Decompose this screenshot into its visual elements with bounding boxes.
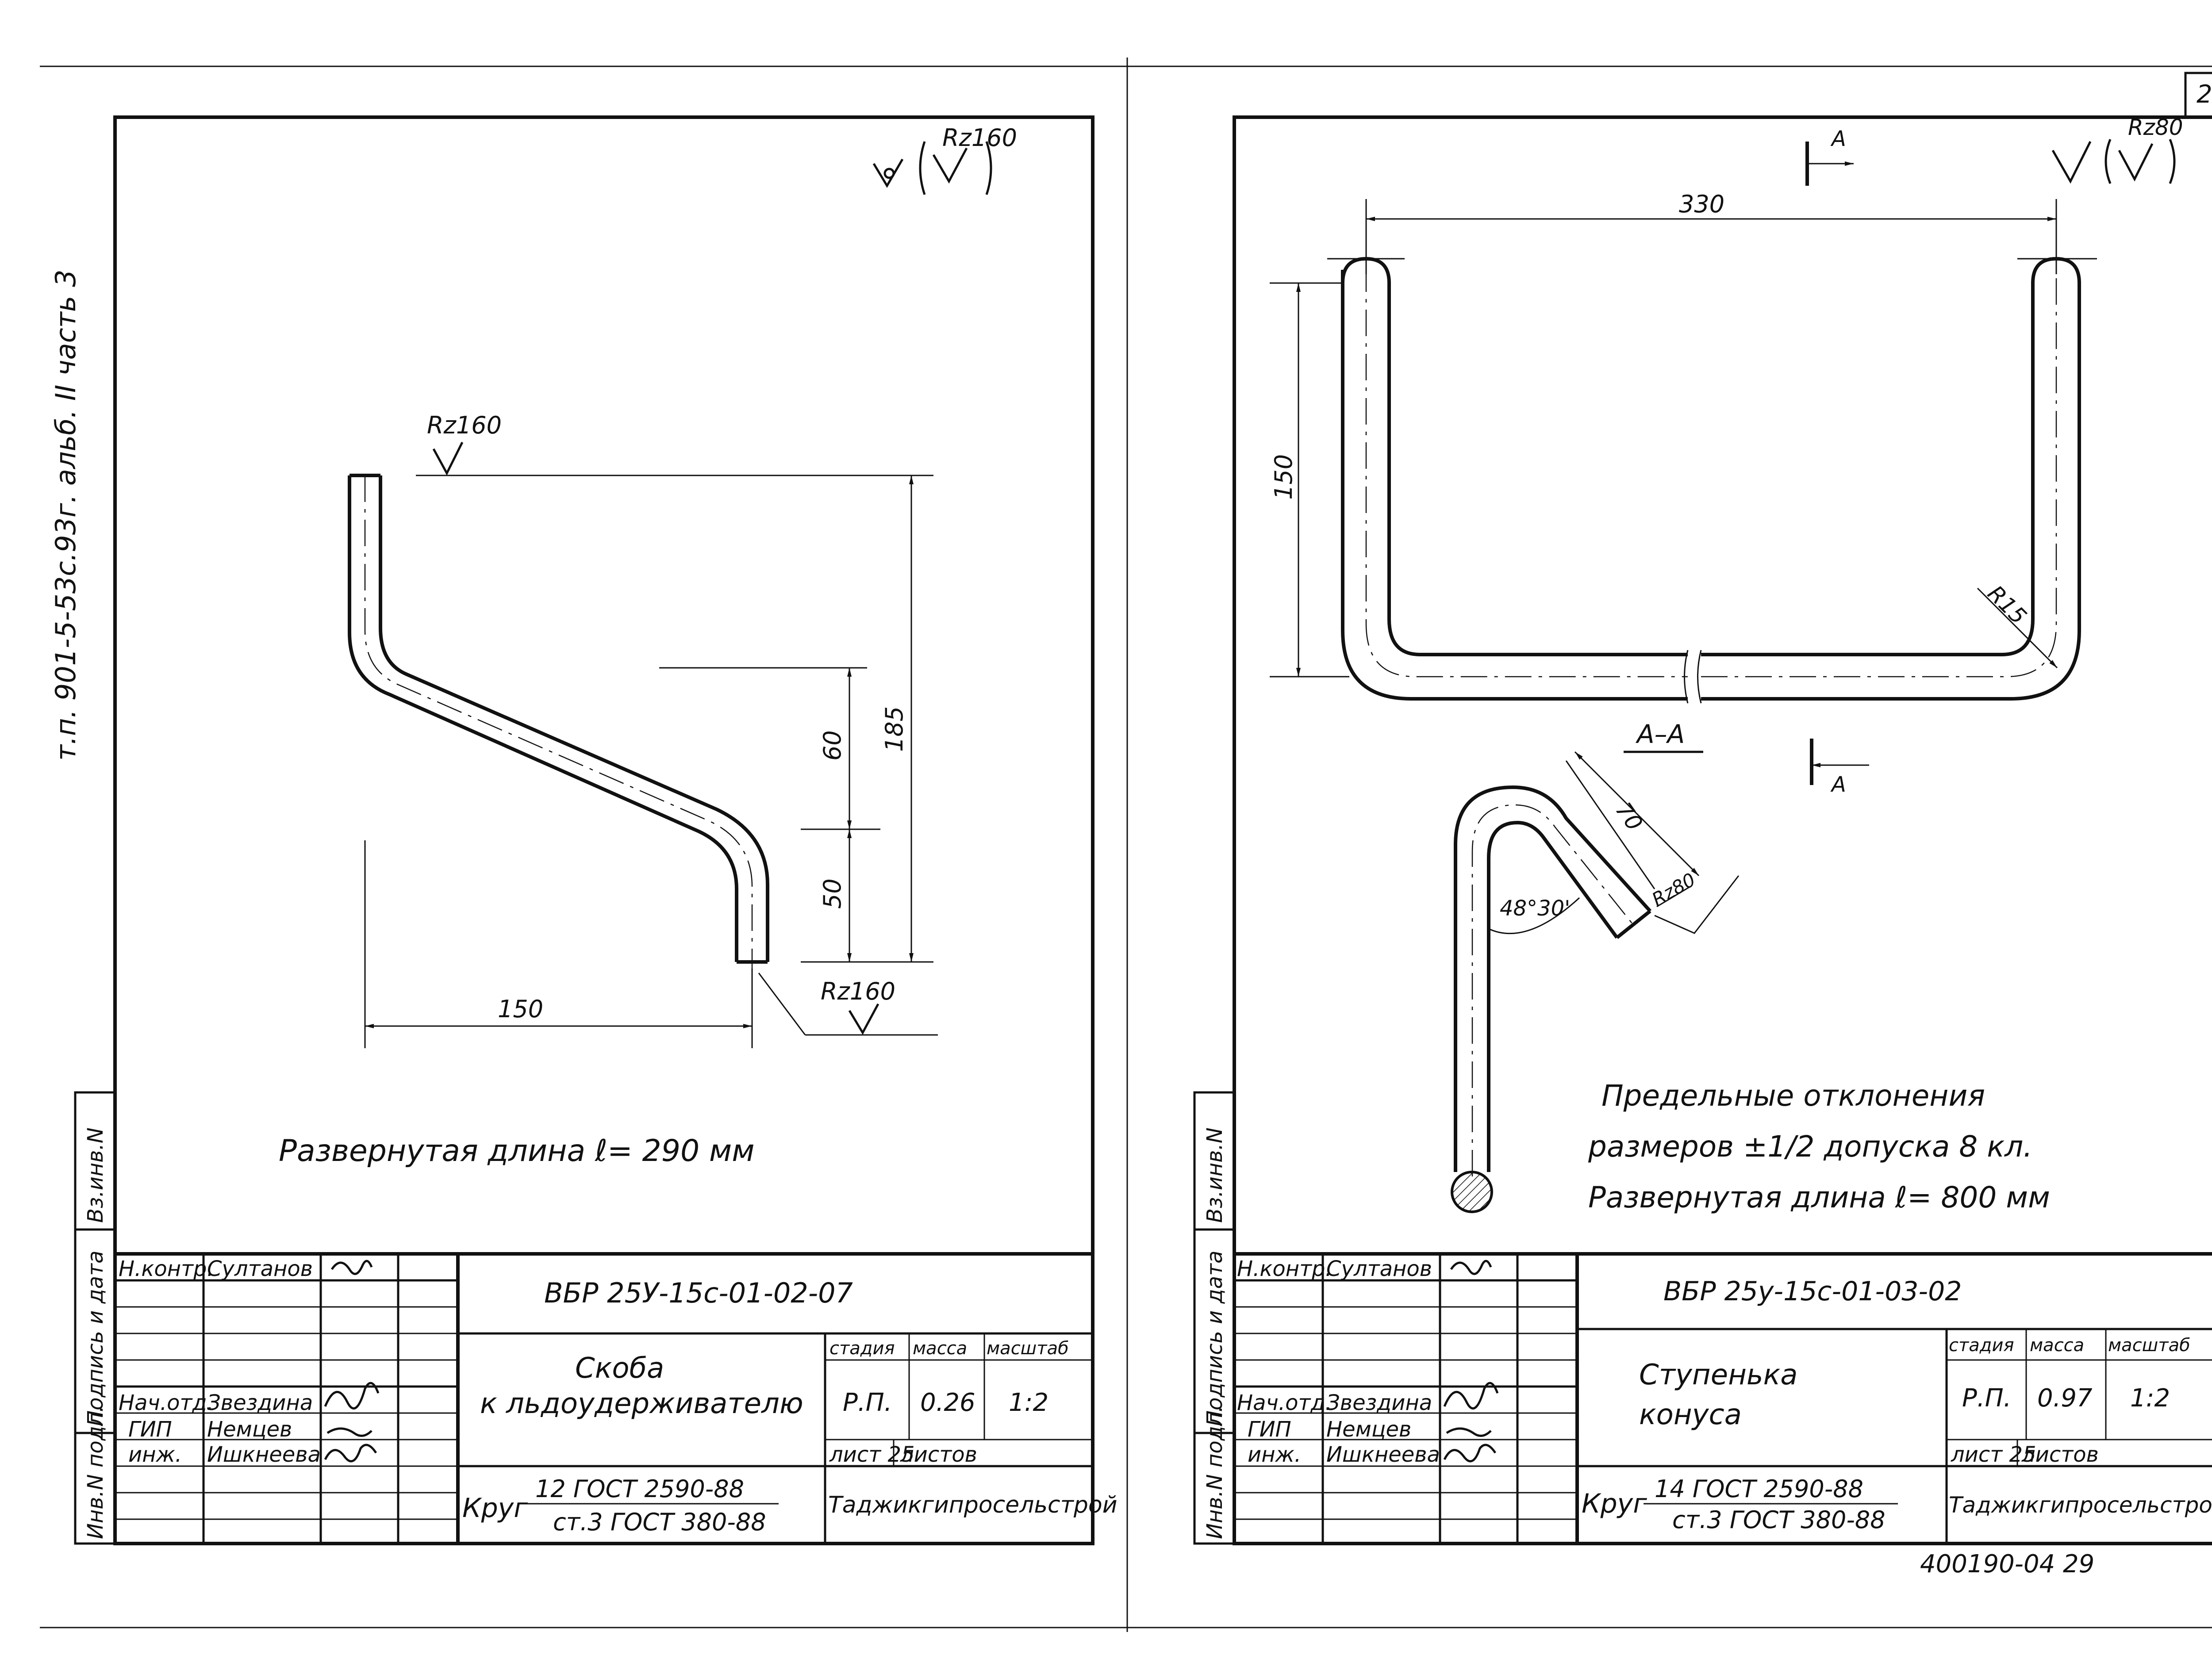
left-col-mass: масса: [913, 1338, 967, 1359]
signature-chief-engineer-r: [1446, 1427, 1492, 1437]
left-dim-185: 185: [880, 706, 908, 752]
stamp-vz-inv: Вз.инв.N: [83, 1127, 108, 1223]
signature-dept-head: [324, 1382, 380, 1410]
right-organization: Таджикгипросельстрой: [1949, 1492, 2212, 1518]
right-col-stage: стадия: [1949, 1335, 2014, 1356]
stamp-signature-date: Подпись и дата: [83, 1250, 108, 1426]
name-dept-head: Звездина: [207, 1391, 313, 1415]
left-frame: [113, 115, 1094, 1545]
left-material-prefix: Круг: [462, 1493, 528, 1524]
name-chief-engineer-r: Немцев: [1326, 1417, 1411, 1442]
right-drawing-code: ВБР 25у-15с-01-03-02: [1663, 1276, 1962, 1307]
right-roughness-small: Rz80: [1648, 869, 1699, 911]
left-sheet-no: лист 25: [829, 1442, 915, 1467]
page-number: 28: [2197, 80, 2212, 109]
left-title-block: Н.контр. Султанов Нач.отд. Звездина ГИП …: [115, 1252, 1118, 1544]
archive-number: 400190-04 29: [1920, 1550, 2094, 1578]
right-material-bottom: ст.3 ГОСТ 380-88: [1672, 1506, 1886, 1534]
side-annotation: т.п. 901-5-53с.93г. альб. II часть 3: [50, 270, 82, 761]
right-scale: 1:2: [2130, 1384, 2170, 1413]
page-number-box: [2184, 72, 2212, 119]
left-sheet: Инв.N подл. Подпись и дата Вз.инв.N Rz16…: [74, 115, 1118, 1545]
right-frame: [1233, 115, 2212, 1545]
right-col-scale: масштаб: [2108, 1335, 2190, 1356]
right-margin-stamp: Инв.N подл. Подпись и дата Вз.инв.N: [1193, 1091, 1236, 1545]
left-developed-length: Развернутая длина ℓ= 290 мм: [279, 1134, 755, 1168]
left-part-name-2: к льдоудерживателю: [480, 1387, 803, 1420]
right-sheet-no: лист 25: [1951, 1442, 2036, 1467]
role-engineer: инж.: [128, 1442, 182, 1467]
left-stage: Р.П.: [843, 1388, 892, 1417]
right-note-2: размеров ±1/2 допуска 8 кл.: [1588, 1130, 2032, 1164]
role-norm-control: Н.контр.: [119, 1256, 214, 1281]
role-engineer-r: инж.: [1248, 1442, 1301, 1467]
role-norm-control-r: Н.контр.: [1237, 1256, 1332, 1281]
right-material-top: 14 ГОСТ 2590-88: [1655, 1475, 1863, 1503]
stamp-vz-inv-r: Вз.инв.N: [1202, 1127, 1227, 1223]
signature-chief-engineer: [326, 1427, 373, 1437]
right-stage: Р.П.: [1962, 1384, 2011, 1413]
name-engineer: Ишкнеева: [207, 1442, 321, 1467]
signature-norm-control: [330, 1260, 373, 1275]
stamp-inv-podl: Инв.N подл.: [83, 1406, 108, 1539]
left-col-scale: масштаб: [987, 1338, 1069, 1359]
right-part-step: [1341, 257, 2081, 704]
signature-norm-control-r: [1450, 1260, 1492, 1275]
bar-cross-section: [1451, 1171, 1493, 1213]
right-note-1: Предельные отклонения: [1601, 1079, 1985, 1113]
right-sheet: 28 Инв.N подл. Подпись и дата Вз.инв.N R…: [1193, 72, 2212, 1578]
right-roughness-value: Rz80: [2128, 115, 2183, 140]
right-part-name-1: Ступенька: [1639, 1359, 1798, 1391]
right-sheets-count: листов: [2021, 1442, 2099, 1467]
left-organization: Таджикгипросельстрой: [828, 1492, 1118, 1518]
left-part-name-1: Скоба: [575, 1352, 664, 1385]
right-part-name-2: конуса: [1639, 1398, 1742, 1431]
left-roughness-bottom-label: Rz160: [821, 977, 895, 1005]
right-angle: 48°30': [1500, 896, 1570, 921]
right-radius-r15: R15: [1983, 580, 2032, 629]
left-col-stage: стадия: [830, 1338, 895, 1359]
left-roughness-top-label: Rz160: [427, 411, 502, 439]
role-dept-head-r: Нач.отд.: [1237, 1391, 1332, 1415]
signature-engineer-r: [1443, 1444, 1497, 1463]
section-mark-bottom: А: [1830, 772, 1846, 797]
left-roughness-general: Rz160: [872, 124, 1017, 195]
section-mark-top: А: [1830, 126, 1846, 151]
left-dim-150: 150: [498, 995, 543, 1023]
name-dept-head-r: Звездина: [1326, 1391, 1432, 1415]
section-label: А–А: [1635, 719, 1685, 749]
right-section-hook: [1451, 785, 1651, 1213]
left-part-bracket: [348, 474, 769, 969]
name-engineer-r: Ишкнеева: [1326, 1442, 1440, 1467]
name-norm-control: Султанов: [207, 1256, 313, 1281]
right-note-3: Развернутая длина ℓ= 800 мм: [1588, 1180, 2050, 1214]
left-mass: 0.26: [920, 1388, 975, 1417]
name-norm-control-r: Султанов: [1326, 1256, 1432, 1281]
role-chief-engineer: ГИП: [128, 1417, 172, 1442]
right-dim-150: 150: [1270, 454, 1298, 500]
right-title-block: Н.контр. Султанов Нач.отд. Звездина ГИП …: [1234, 1252, 2212, 1544]
left-drawing-code: ВБР 25У-15с-01-02-07: [544, 1277, 853, 1309]
signature-dept-head-r: [1443, 1382, 1499, 1410]
signature-engineer: [324, 1444, 377, 1463]
role-dept-head: Нач.отд.: [119, 1391, 214, 1415]
stamp-inv-podl-r: Инв.N подл.: [1202, 1406, 1227, 1539]
right-material-prefix: Круг: [1582, 1488, 1647, 1519]
right-col-mass: масса: [2030, 1335, 2084, 1356]
name-chief-engineer: Немцев: [207, 1417, 292, 1442]
right-dim-330: 330: [1679, 190, 1724, 218]
left-scale: 1:2: [1009, 1388, 1048, 1417]
roughness-value: Rz160: [942, 124, 1017, 152]
right-mass: 0.97: [2037, 1384, 2093, 1413]
left-margin-stamp: Инв.N подл. Подпись и дата Вз.инв.N: [74, 1091, 116, 1545]
stamp-signature-date-r: Подпись и дата: [1202, 1250, 1227, 1426]
right-dim-70: 70: [1610, 798, 1647, 835]
role-chief-engineer-r: ГИП: [1248, 1417, 1291, 1442]
left-material-bottom: ст.3 ГОСТ 380-88: [553, 1508, 766, 1536]
left-sheets-count: листов: [900, 1442, 977, 1467]
left-material-top: 12 ГОСТ 2590-88: [535, 1475, 744, 1503]
left-dim-60: 60: [818, 730, 846, 761]
left-dim-50: 50: [818, 878, 846, 909]
